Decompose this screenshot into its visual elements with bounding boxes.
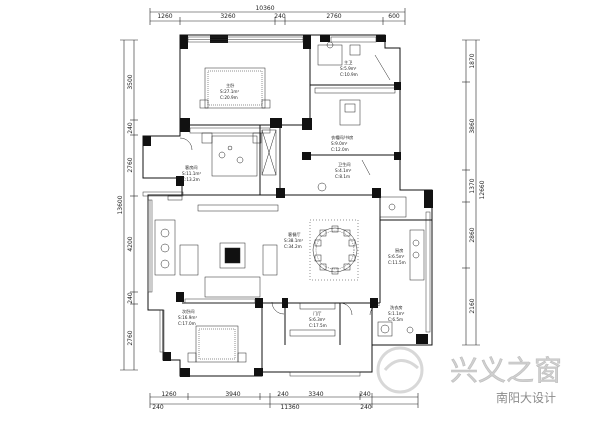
room-area: S:11.1m² (182, 171, 201, 176)
dim-top-seg: 2760 (326, 13, 341, 20)
room-perimeter: C:8.1m (335, 174, 350, 179)
room-perimeter: C:34.2m (284, 244, 302, 249)
dim-left-seg: 4200 (127, 236, 134, 251)
dim-left-seg: 2760 (127, 330, 134, 345)
room-perimeter: C:11.5m (388, 260, 406, 265)
dim-right-seg: 3860 (469, 118, 476, 133)
dim-right-seg: 2860 (469, 227, 476, 242)
dim-left-seg: 2760 (127, 157, 134, 172)
dim-right-total: 12660 (479, 180, 486, 199)
dim-bottom-seg: 3940 (225, 391, 240, 398)
dim-top-seg: 1260 (157, 13, 172, 20)
room-perimeter: C:17.5m (309, 323, 327, 328)
room-area: S:6.3m² (309, 317, 326, 322)
room-name: 次卧间 (182, 308, 195, 315)
dim-bottom-seg: 240 (277, 391, 289, 398)
room-area: S:27.1m² (220, 89, 239, 94)
dim-top-seg: 240 (274, 13, 286, 20)
room-name: 主卫 (344, 59, 352, 65)
windows (142, 36, 431, 377)
dim-left-seg: 240 (127, 122, 134, 134)
room-perimeter: C:10.9m (340, 72, 358, 77)
dim-bottom-total: 11360 (280, 404, 299, 411)
room-name: 门厅 (313, 310, 321, 317)
room-perimeter: C:6.5m (388, 317, 403, 322)
dim-right-seg: 2160 (469, 298, 476, 313)
room-area: S:38.1m² (284, 238, 303, 243)
room-perimeter: C:13.2m (182, 177, 200, 182)
furniture (154, 41, 425, 363)
wall-pillars (143, 35, 433, 377)
dim-left-seg: 3500 (127, 74, 134, 89)
room-labels: 主卧 S:27.1m² C:20.9m 主卫 S:5.9m² C:10.9m 衣… (178, 59, 406, 328)
room-perimeter: C:17.0m (178, 321, 196, 326)
room-name: 卫生间 (338, 161, 351, 168)
dim-top-seg: 3260 (220, 13, 235, 20)
room-name: 洗衣房 (390, 304, 403, 311)
dim-top-seg: 600 (388, 13, 400, 20)
room-area: S:6.5m² (388, 254, 405, 259)
dim-bottom-seg: 240 (359, 391, 371, 398)
room-name: 主卧 (226, 82, 234, 89)
room-area: S:4.1m² (335, 168, 352, 173)
room-name: 厨房 (395, 247, 403, 254)
watermark-brand: 兴义之窗 (450, 354, 562, 387)
room-area: S:16.9m² (178, 315, 197, 320)
dim-left-seg: 240 (127, 292, 134, 304)
dim-bottom-seg: 3340 (308, 391, 323, 398)
dim-bottom-seg: 240 (152, 404, 164, 411)
dim-top-total: 10360 (255, 5, 274, 12)
room-perimeter: C:12.0m (331, 147, 349, 152)
room-perimeter: C:20.9m (220, 95, 238, 100)
room-name: 客餐厅 (288, 231, 301, 238)
dim-left-total: 13600 (117, 195, 124, 214)
room-area: S:1.1m² (388, 311, 405, 316)
dim-right-seg: 1370 (469, 178, 476, 193)
room-name: 衣帽间/书房 (331, 134, 353, 141)
dim-bottom-seg: 1260 (161, 391, 176, 398)
watermark-logo-icon (376, 346, 424, 394)
watermark: 兴义之窗 南阳大设计 (376, 346, 562, 405)
watermark-source: 南阳大设计 (496, 390, 556, 405)
dim-right-seg: 1870 (469, 53, 476, 68)
room-name: 客房间 (185, 164, 198, 171)
dimension-lines (120, 8, 480, 408)
dim-bottom-seg: 240 (360, 404, 372, 411)
room-area: S:9.0m² (331, 141, 348, 146)
room-area: S:5.9m² (340, 66, 357, 71)
